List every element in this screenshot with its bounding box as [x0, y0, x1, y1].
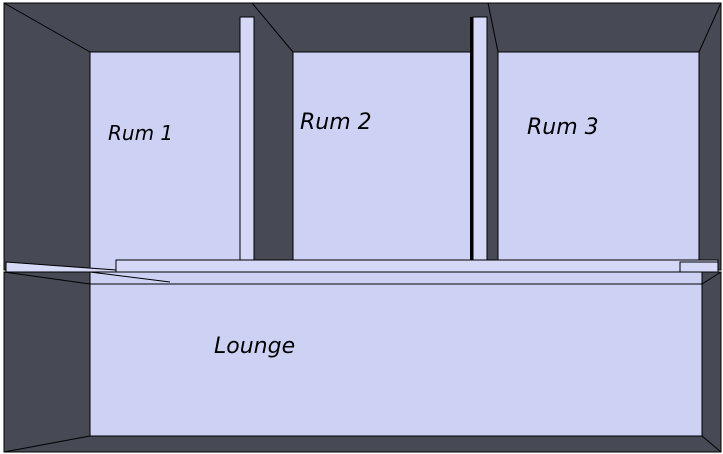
- room-floor-lounge: [89, 283, 703, 437]
- divider-wall-front: [89, 271, 703, 285]
- wall-edge: [3, 271, 91, 285]
- room-floor-rum-1: [89, 51, 241, 271]
- room-label-rum-2: Rum 2: [300, 110, 372, 135]
- wall-edge: [3, 2, 91, 53]
- wall-edge: [3, 435, 91, 453]
- room-label-rum-3: Rum 3: [527, 115, 599, 140]
- partition-wall-2: [472, 16, 488, 271]
- partition-wall-1: [239, 16, 255, 271]
- wall-edge: [89, 271, 171, 283]
- room-label-rum-1: Rum 1: [108, 121, 173, 145]
- wall-edge: [487, 2, 499, 53]
- wall-edge: [701, 271, 722, 285]
- room-floor-rum-3: [497, 51, 700, 271]
- room-floor-rum-2: [292, 51, 474, 271]
- divider-wall-top: [115, 259, 719, 273]
- wall-edge: [701, 435, 722, 453]
- wall-edge: [698, 2, 722, 53]
- partition-wall-2-shadow: [470, 17, 473, 270]
- room-label-lounge: Lounge: [214, 334, 295, 359]
- divider-wall-right-end: [679, 261, 719, 273]
- wall-edge: [251, 2, 294, 53]
